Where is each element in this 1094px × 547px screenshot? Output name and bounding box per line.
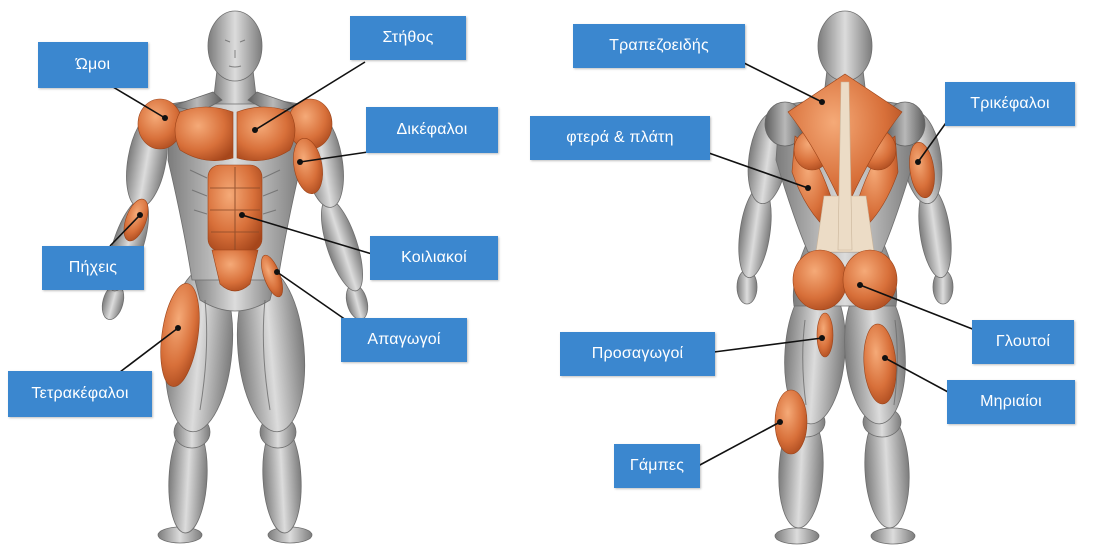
label-quadriceps: Τετρακέφαλοι [8,371,152,417]
back-left-adductor [817,313,833,357]
back-right-foot [871,528,915,544]
label-abductors: Απαγωγοί [341,318,467,362]
pointer-dot-glutes [857,282,863,288]
back-left-glute [793,250,847,310]
pointer-dot-chest [252,127,258,133]
label-calves: Γάμπες [614,444,700,488]
front-head [208,11,262,81]
pointer-dot-biceps [297,159,303,165]
label-adductors: Προσαγωγοί [560,332,715,376]
pointer-dot-triceps [915,159,921,165]
label-hamstrings: Μηριαίοι [947,380,1075,424]
pointer-line-calves [698,422,780,466]
pointer-dot-quadriceps [175,325,181,331]
pointer-dot-trapezius [819,99,825,105]
pointer-dot-adductors [819,335,825,341]
back-left-foot [775,528,819,544]
pointer-dot-calves [777,419,783,425]
label-forearms: Πήχεις [42,246,144,290]
label-trapezius: Τραπεζοειδής [573,24,745,68]
pointer-dot-shoulders [162,115,168,121]
label-lats: φτερά & πλάτη [530,116,710,160]
pointer-line-trapezius [742,62,822,102]
pointer-dot-hamstrings [882,355,888,361]
label-shoulders: Ώμοι [38,42,148,88]
label-triceps: Τρικέφαλοι [945,82,1075,126]
label-abs: Κοιλιακοί [370,236,498,280]
pointer-dot-abs [239,212,245,218]
pointer-dot-abductors [274,269,280,275]
label-chest: Στήθος [350,16,466,60]
pointer-dot-forearms [137,212,143,218]
label-biceps: Δικέφαλοι [366,107,498,153]
pointer-dot-lats [805,185,811,191]
label-glutes: Γλουτοί [972,320,1074,364]
back-figure [734,11,957,544]
back-head [818,11,872,81]
back-right-glute [843,250,897,310]
